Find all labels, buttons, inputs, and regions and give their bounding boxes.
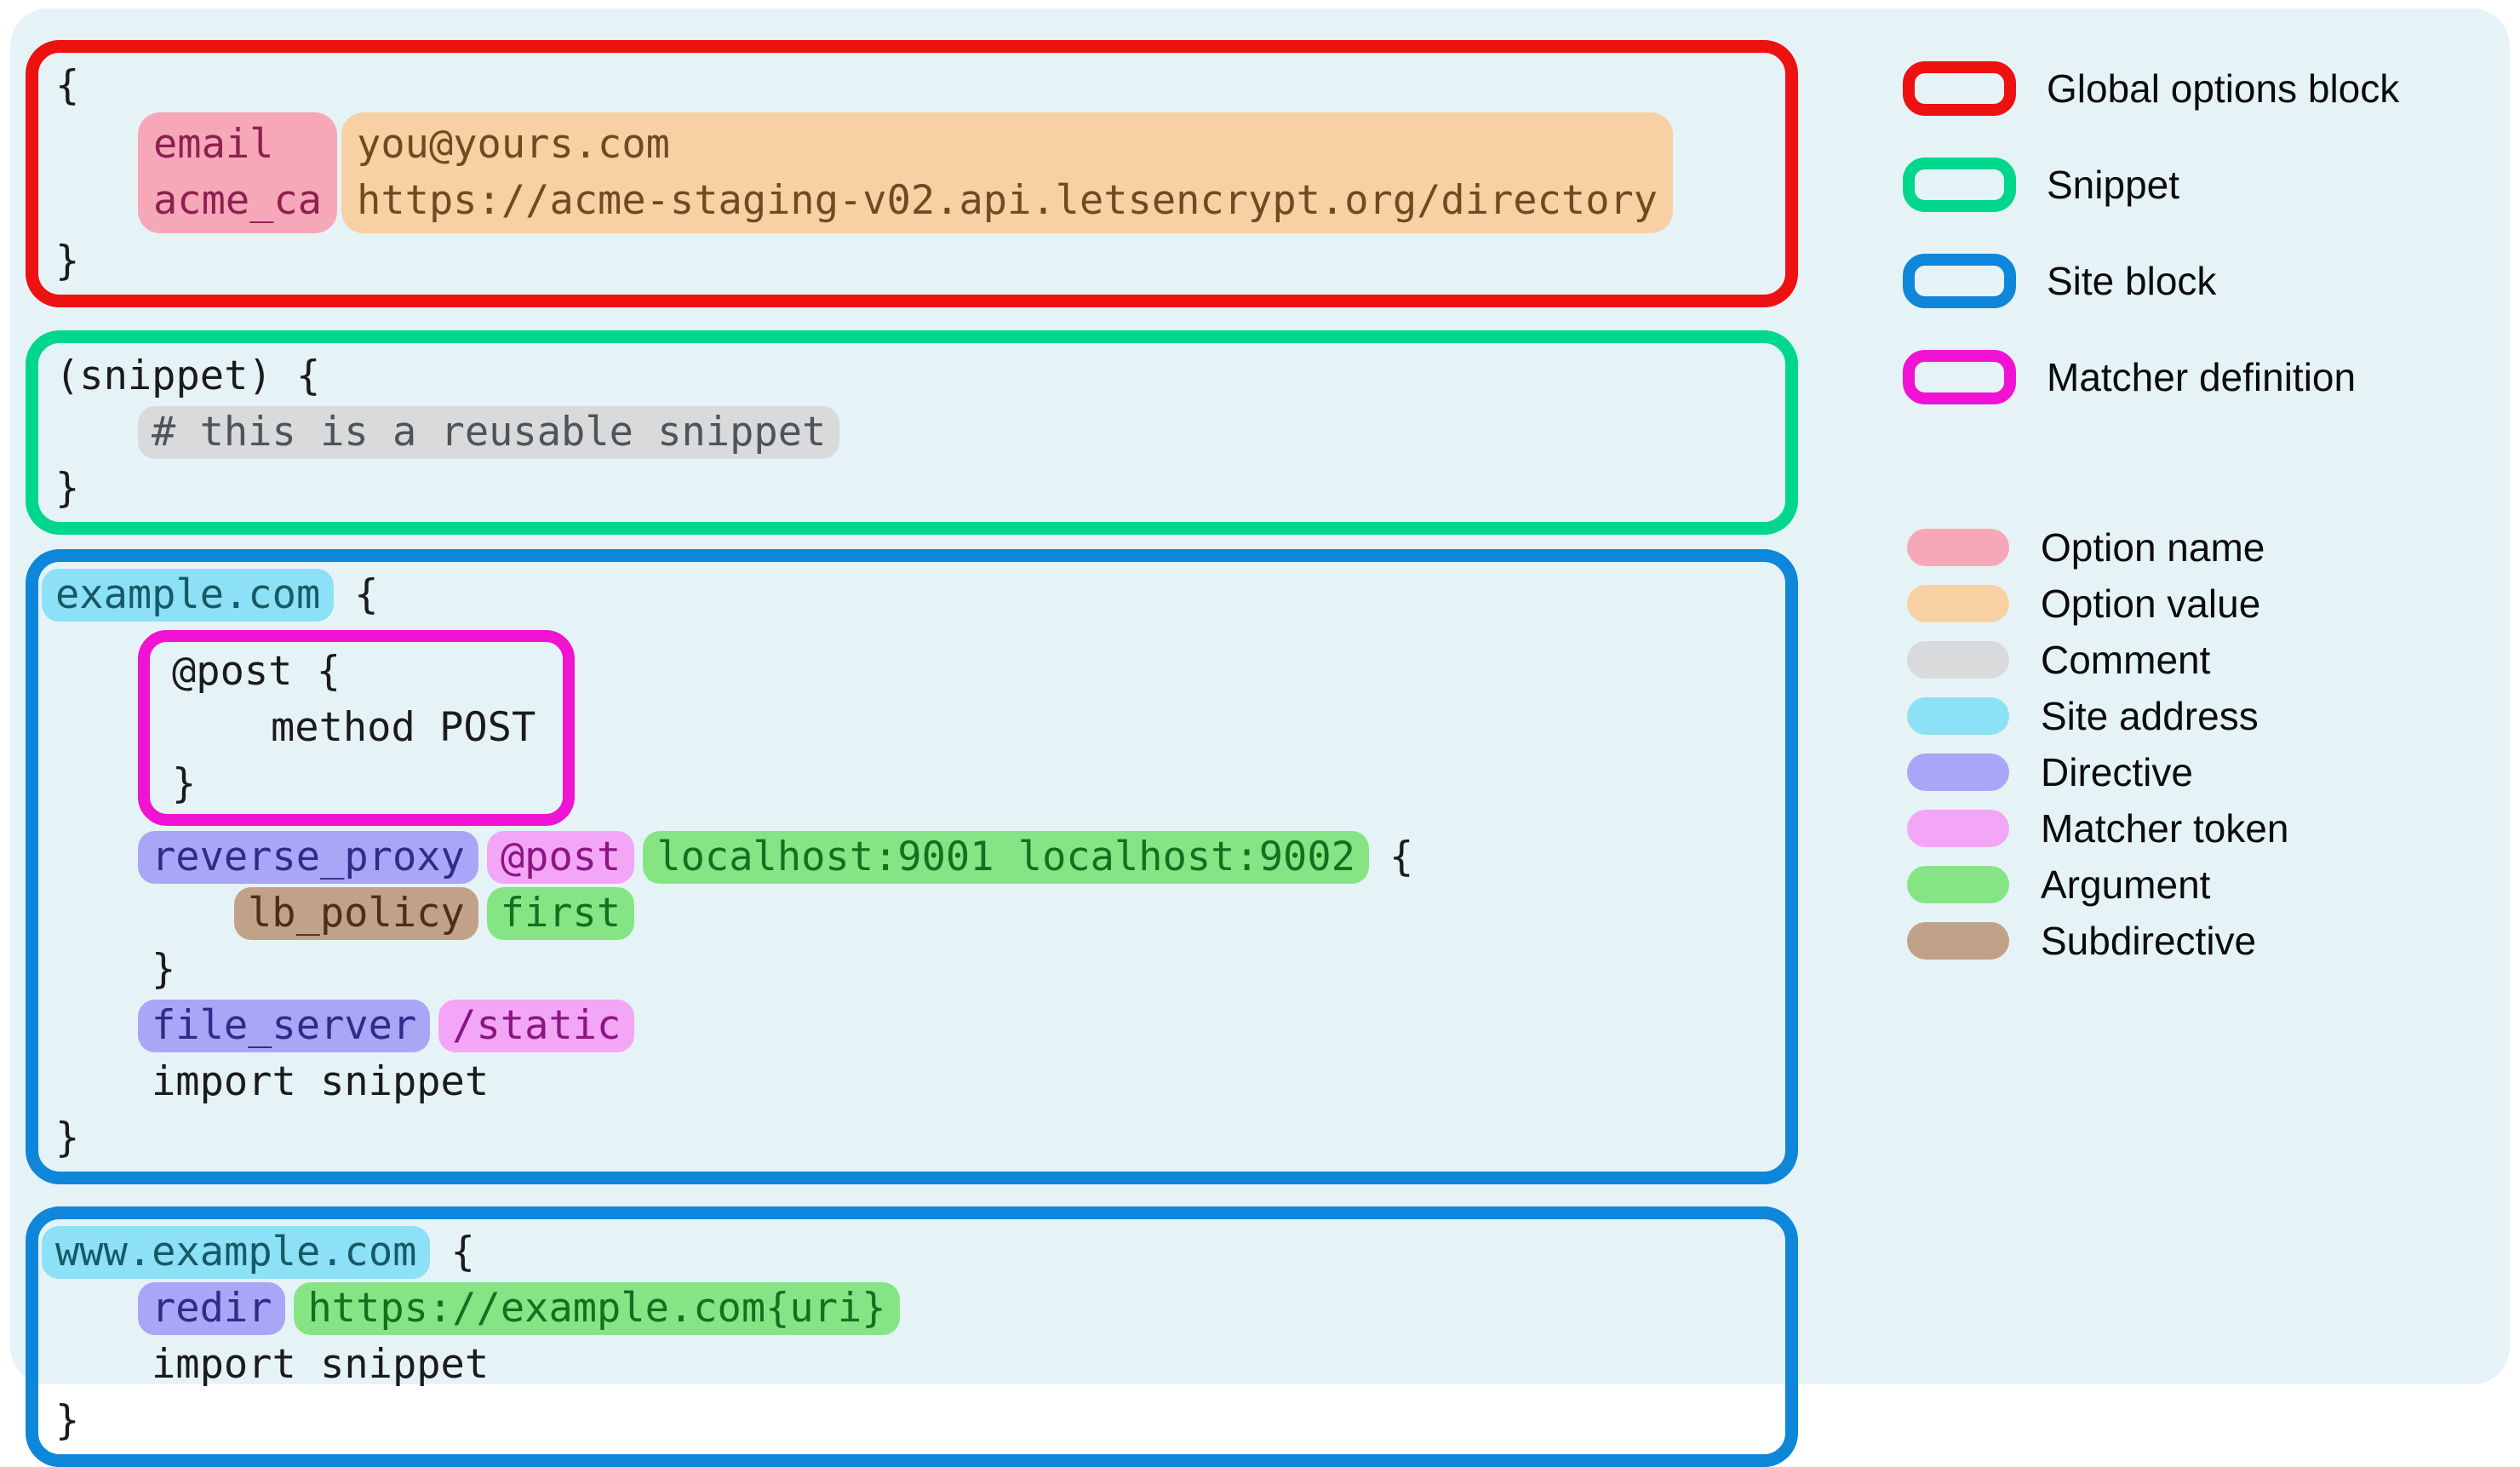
- directive-pill-reverse-proxy: reverse_proxy: [138, 831, 478, 884]
- legend-label: Option value: [2041, 582, 2261, 626]
- legend-swatch-matcher-definition: [1903, 350, 2016, 404]
- legend-swatch-option-name: [1907, 529, 2009, 566]
- snippet-header: (snippet) {: [55, 352, 321, 399]
- legend-label: Site block: [2047, 259, 2217, 303]
- legend-row-site-block: Site block: [1903, 254, 2399, 308]
- legend-row-subdirective: Subdirective: [1903, 919, 2399, 963]
- reverse-proxy-close-brace: }: [152, 946, 176, 993]
- site-block-example: example.com { @post { method POST } reve…: [26, 549, 1798, 1184]
- site-close-brace-www: }: [55, 1397, 80, 1444]
- diagram-canvas: { email acme_ca you@yours.com https://ac…: [10, 9, 2510, 1467]
- snippet-close-brace: }: [55, 465, 80, 512]
- legend-label: Directive: [2041, 750, 2193, 794]
- legend-label: Matcher token: [2041, 806, 2289, 851]
- site-open-brace: {: [354, 571, 379, 618]
- site-open-brace-www: {: [450, 1229, 475, 1275]
- legend-row-argument: Argument: [1903, 862, 2399, 907]
- legend-row-site-address: Site address: [1903, 694, 2399, 738]
- reverse-proxy-open-brace: {: [1389, 834, 1414, 880]
- matcher-close-brace: }: [172, 760, 197, 807]
- import-snippet-line-www: import snippet: [152, 1341, 490, 1388]
- legend-swatch-snippet: [1903, 158, 2016, 212]
- legend-row-snippet: Snippet: [1903, 158, 2399, 212]
- matcher-token-pill-static: /static: [438, 1000, 635, 1052]
- global-options-block: { email acme_ca you@yours.com https://ac…: [26, 40, 1798, 307]
- legend-label: Option name: [2041, 525, 2265, 570]
- legend-swatch-global-options: [1903, 61, 2016, 116]
- import-snippet-line: import snippet: [152, 1058, 490, 1105]
- legend-row-matcher-token: Matcher token: [1903, 806, 2399, 851]
- site-block-www-example: www.example.com { redir https://example.…: [26, 1206, 1798, 1467]
- legend-swatch-comment: [1907, 641, 2009, 679]
- legend-row-option-name: Option name: [1903, 525, 2399, 570]
- caddyfile-code-column: { email acme_ca you@yours.com https://ac…: [26, 40, 1798, 1467]
- legend-swatch-directive: [1907, 754, 2009, 791]
- matcher-header: @post {: [172, 648, 341, 695]
- legend-label: Subdirective: [2041, 919, 2257, 963]
- legend-row-option-value: Option value: [1903, 582, 2399, 626]
- comment-pill: # this is a reusable snippet: [138, 406, 840, 459]
- legend-swatch-option-value: [1907, 585, 2009, 622]
- legend-label: Argument: [2041, 862, 2211, 907]
- matcher-token-pill: @post: [486, 831, 635, 884]
- directive-pill-file-server: file_server: [138, 1000, 431, 1052]
- legend-swatch-site-block: [1903, 254, 2016, 308]
- global-close-brace: }: [55, 238, 80, 284]
- matcher-definition-box: @post { method POST }: [138, 630, 576, 826]
- legend-token-section: Option name Option value Comment Site ad…: [1903, 525, 2399, 963]
- legend-label: Matcher definition: [2047, 355, 2357, 399]
- legend-label: Global options block: [2047, 66, 2400, 111]
- legend-row-comment: Comment: [1903, 638, 2399, 682]
- legend-label: Snippet: [2047, 163, 2180, 207]
- legend-swatch-argument: [1907, 866, 2009, 903]
- legend-swatch-subdirective: [1907, 922, 2009, 960]
- legend-swatch-matcher-token: [1907, 810, 2009, 847]
- legend: Global options block Snippet Site block …: [1903, 61, 2399, 978]
- site-address-pill-www: www.example.com: [42, 1226, 431, 1279]
- site-address-pill: example.com: [42, 569, 335, 622]
- option-value-pill: you@yours.com https://acme-staging-v02.a…: [341, 112, 1674, 233]
- legend-row-matcher-definition: Matcher definition: [1903, 350, 2399, 404]
- argument-pill-redirect-url: https://example.com{uri}: [294, 1282, 900, 1335]
- legend-swatch-site-address: [1907, 697, 2009, 735]
- legend-label: Site address: [2041, 694, 2259, 738]
- argument-pill-first: first: [486, 887, 635, 940]
- site-close-brace: }: [55, 1115, 80, 1161]
- option-name-pill: email acme_ca: [138, 112, 338, 233]
- legend-row-global-options: Global options block: [1903, 61, 2399, 116]
- global-options-row: email acme_ca you@yours.com https://acme…: [138, 112, 1765, 233]
- legend-label: Comment: [2041, 638, 2211, 682]
- argument-pill-upstreams: localhost:9001 localhost:9002: [643, 831, 1369, 884]
- directive-pill-redir: redir: [138, 1282, 286, 1335]
- snippet-block: (snippet) { # this is a reusable snippet…: [26, 330, 1798, 535]
- matcher-body: method POST: [271, 704, 536, 751]
- subdirective-pill-lb-policy: lb_policy: [234, 887, 478, 940]
- legend-row-directive: Directive: [1903, 750, 2399, 794]
- global-open-brace: {: [55, 62, 80, 109]
